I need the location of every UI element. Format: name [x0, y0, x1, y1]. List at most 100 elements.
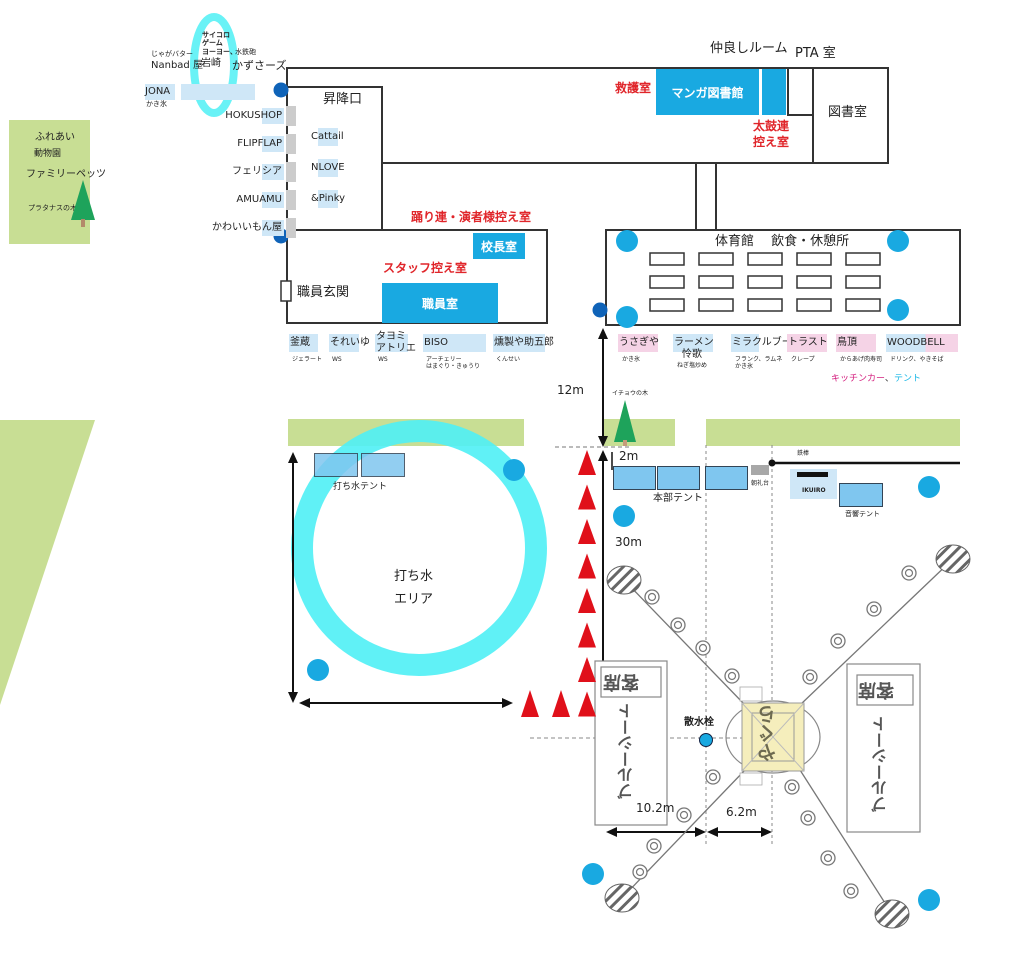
lantern-inner — [787, 782, 797, 792]
stall-bg — [289, 334, 318, 352]
pta-room — [787, 67, 814, 116]
gym-stall-bg — [731, 334, 759, 352]
staff-marker — [273, 82, 289, 98]
gym-stall-bg — [787, 334, 827, 352]
entrance-outer-stall: HOKUSHOP — [225, 110, 282, 121]
water-point — [918, 476, 940, 498]
highlight-ellipse — [190, 13, 238, 117]
lantern-inner — [727, 671, 737, 681]
staff-wait-label: スタッフ控え室 — [383, 261, 468, 275]
entrance-outer-stall: AMUAMU — [236, 194, 282, 205]
water-point — [887, 299, 909, 321]
blue-sheet-label-right: ブルーシート — [871, 716, 890, 812]
lantern-inner — [649, 841, 659, 851]
staff-stall-name2: アトリエ — [376, 343, 416, 354]
pole — [935, 544, 971, 574]
gym-stall-sub: ドリンク、やきそば — [890, 356, 944, 363]
table — [845, 298, 881, 312]
nakayoshi-room — [762, 69, 786, 115]
gym-stall-name: うさぎや — [619, 337, 659, 348]
staff-stall-sub: くんせい — [496, 356, 521, 363]
ikuiro-bar — [797, 472, 828, 477]
stall-bg — [262, 192, 284, 208]
cone — [578, 450, 596, 475]
lantern-inner — [673, 620, 683, 630]
staff-stall-name: それいゆ — [330, 337, 370, 348]
lantern-inner — [823, 853, 833, 863]
entrance-outer-stall: フェリシア — [232, 166, 282, 177]
podium — [751, 465, 769, 475]
seat-label-left: 客席 — [603, 670, 639, 692]
staff-stall-sub2: はまぐり・きゅうり — [426, 363, 481, 370]
entrance-inner-stall: Cattail — [311, 131, 344, 142]
door — [286, 162, 296, 182]
entrance-inner-stall: NLOVE — [311, 162, 345, 173]
tree-icon — [71, 180, 95, 220]
stall-bg — [318, 159, 338, 177]
sprinkler-hydrant — [699, 733, 713, 747]
stall-nanbad-sub: じゃがバター — [151, 50, 193, 58]
zoo-label-1: ふれあい — [35, 132, 75, 143]
ikuiro-label: IKUIRO — [802, 487, 826, 494]
staff-stall-name: タヨミ — [376, 331, 406, 342]
legend: キッチンカー、テント — [831, 374, 921, 385]
water-area-label-1: 打ち水 — [394, 569, 434, 584]
stall-jona: JONA — [145, 86, 171, 97]
stall-kazusa: かずさーズ — [232, 59, 287, 72]
gym-stall-sub2: かき氷 — [735, 363, 754, 370]
water-point — [887, 230, 909, 252]
principal-room: 校長室 — [473, 233, 525, 259]
staff-stall-sub: WS — [378, 356, 388, 363]
library-label: 図書室 — [828, 105, 868, 120]
dancers-room-label: 踊り連・演者様控え室 — [411, 210, 532, 224]
lantern — [724, 668, 740, 684]
gym-stall-sub: かき氷 — [622, 356, 641, 363]
gym-title: 体育館 飲食・休憩所 — [715, 234, 850, 249]
gym-stall-sub: クレープ — [791, 356, 815, 363]
cone — [578, 519, 596, 544]
water-point — [918, 889, 940, 911]
pole — [604, 883, 640, 913]
entrance-outer-stall: FLIPFLAP — [237, 138, 282, 149]
gym-stall-bg — [618, 334, 658, 352]
table — [698, 275, 734, 289]
cone — [578, 691, 596, 717]
lantern — [784, 779, 800, 795]
water-point — [582, 863, 604, 885]
distance-10-2m: 10.2m — [636, 801, 675, 815]
hydrant-label: 散水栓 — [684, 717, 714, 728]
cone — [578, 484, 596, 510]
lantern — [866, 601, 882, 617]
taiko-label-2: 控え室 — [753, 135, 790, 149]
lantern — [901, 565, 917, 581]
north-corridor — [286, 67, 889, 164]
gym-stall-bg — [673, 334, 713, 352]
water-point — [307, 659, 329, 681]
stall-bg — [375, 334, 408, 352]
table — [649, 252, 685, 266]
water-tent-1 — [314, 453, 358, 477]
stall-bg — [318, 190, 338, 208]
stall-nanbad: Nanbad 屋 — [151, 60, 203, 71]
hq-tent-label: 本部テント — [653, 493, 703, 504]
cone — [578, 553, 596, 579]
table — [796, 252, 832, 266]
stall-bg — [493, 334, 545, 352]
table — [845, 252, 881, 266]
yagura-outline — [725, 700, 821, 774]
water-point — [616, 306, 638, 328]
staff-stall-sub: WS — [332, 356, 342, 363]
green-slope-area — [0, 420, 95, 705]
staff-marker — [592, 302, 608, 318]
distance-12m: 12m — [557, 383, 584, 397]
lantern-inner — [805, 672, 815, 682]
water-point — [503, 459, 525, 481]
gym-stall-name: ミラクルブー — [732, 337, 792, 348]
lantern-inner — [698, 643, 708, 653]
distance-2m: 2m — [619, 449, 639, 463]
lantern — [632, 864, 648, 880]
water-point — [616, 230, 638, 252]
gym-stall-name: トラスト — [788, 337, 828, 348]
lantern — [830, 633, 846, 649]
gym-stall-sub: フランク、ラムネ — [735, 356, 783, 363]
